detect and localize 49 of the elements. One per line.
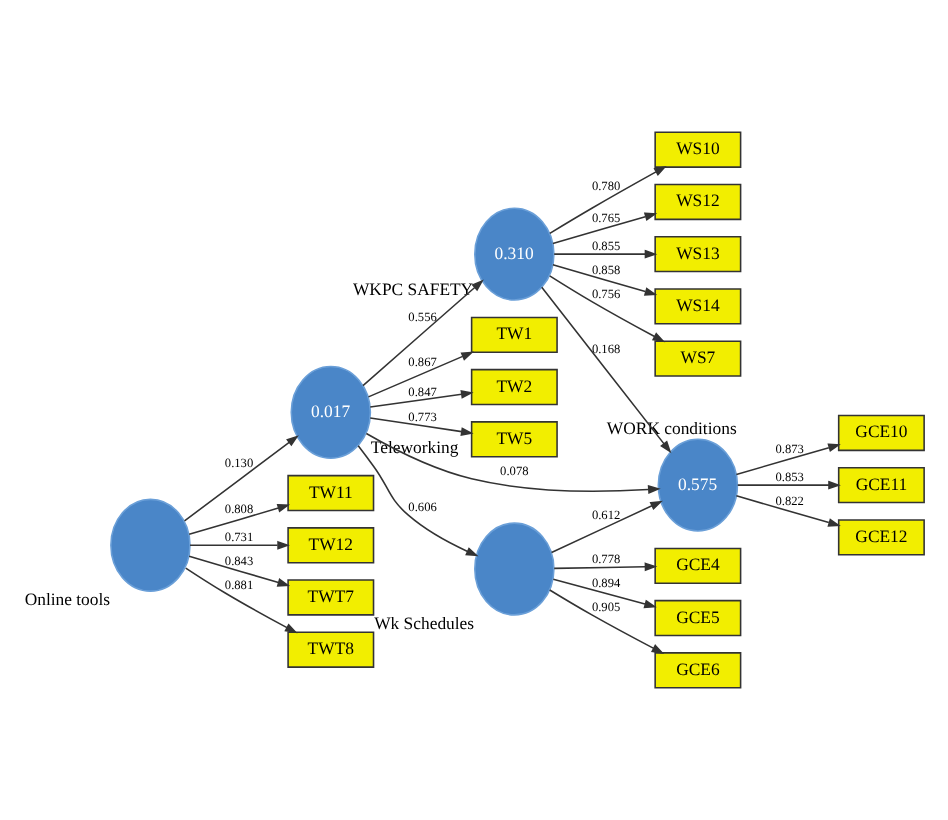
node-box: TW11: [287, 474, 375, 512]
node-ellipse: 0.017: [290, 365, 372, 460]
arrow: [735, 495, 841, 527]
arrow: [362, 279, 484, 387]
node-box: GCE5: [654, 599, 742, 637]
arrow: [549, 165, 667, 235]
node-label: WKPC SAFETY: [352, 278, 474, 299]
arrow: [540, 286, 672, 454]
node-box: GCE6: [654, 652, 742, 689]
arrow: [548, 275, 666, 343]
node-box: WS7: [654, 340, 742, 377]
node-box: WS13: [654, 235, 742, 273]
arrow: [548, 589, 665, 654]
node-box: TW12: [287, 527, 375, 564]
arrow: [357, 445, 479, 557]
node-ellipse: 0.310: [474, 207, 555, 301]
arrow: [189, 540, 290, 550]
node-label: Online tools: [24, 589, 111, 610]
arrow: [553, 249, 658, 259]
node-box: GCE11: [837, 466, 925, 504]
arrow: [553, 562, 658, 572]
arrow: [552, 578, 657, 609]
arrow: [183, 435, 299, 522]
node-box: TW5: [470, 421, 558, 458]
arrow: [367, 351, 474, 398]
node-box: WS14: [654, 288, 742, 325]
node-box: TW1: [470, 316, 558, 354]
node-circle: [474, 522, 555, 616]
arrow: [188, 503, 291, 536]
node-box: TWT7: [287, 579, 375, 616]
arrow: [736, 480, 841, 490]
arrow: [552, 212, 658, 245]
node-label: Wk Schedules: [374, 612, 475, 633]
node-box: TW2: [470, 368, 558, 406]
arrow: [365, 432, 661, 494]
arrow: [552, 264, 658, 296]
arrow: [369, 389, 474, 408]
node-box: GCE10: [837, 414, 925, 452]
node-box: TWT8: [287, 631, 375, 668]
node-box: GCE4: [654, 547, 742, 585]
arrow: [369, 417, 474, 436]
arrow: [184, 567, 298, 634]
node-circle: [110, 498, 191, 592]
node-box: WS10: [654, 131, 742, 168]
arrow: [550, 500, 663, 554]
arrow: [735, 443, 841, 476]
arrow: [188, 555, 291, 587]
node-box: GCE12: [837, 519, 925, 556]
node-box: WS12: [654, 183, 742, 221]
